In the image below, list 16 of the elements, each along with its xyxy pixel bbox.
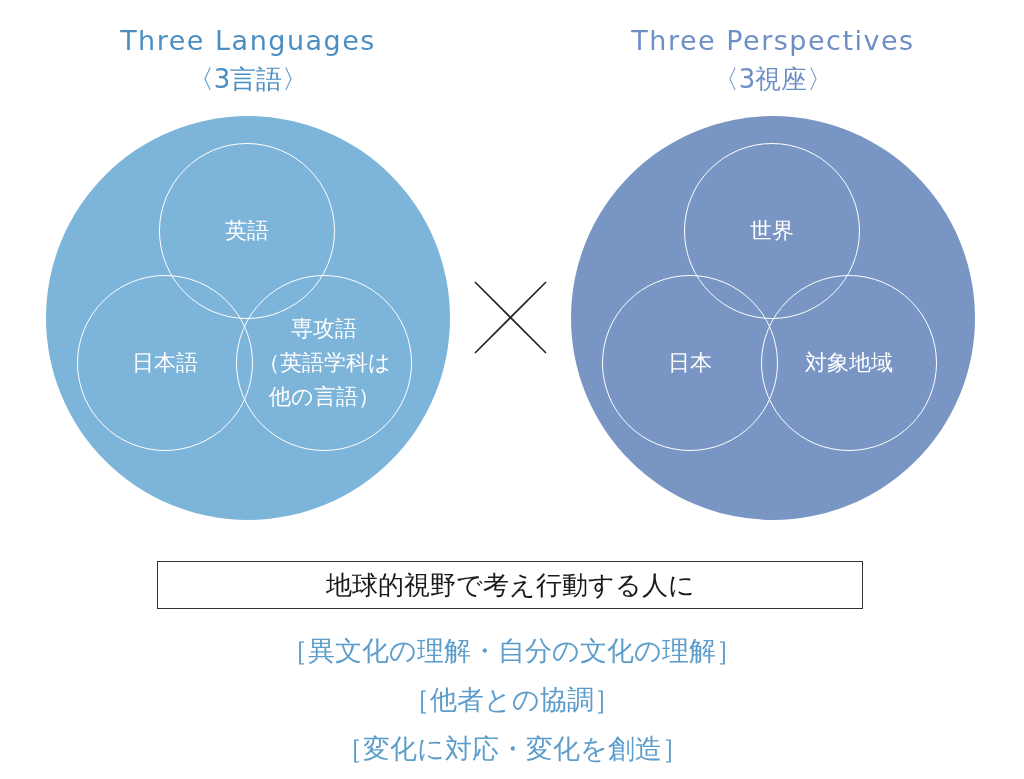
venn-label: 対象地域 — [805, 349, 893, 377]
statement-text: 地球的視野で考え行動する人に — [325, 568, 695, 602]
venn-label: 日本 — [668, 349, 712, 377]
venn-label: 世界 — [750, 217, 794, 245]
outcome-text: ［変化に対応・変化を創造］ — [335, 732, 689, 766]
outcome-text: ［他者との協調］ — [403, 683, 621, 717]
group-subheading: 〈3視座〉 — [712, 63, 834, 96]
venn-label: 専攻語 — [290, 315, 358, 343]
group-subheading: 〈3言語〉 — [187, 63, 309, 96]
venn-label: （英語学科は他の言語） — [256, 349, 392, 411]
group-heading: Three Languages — [120, 24, 376, 58]
group-heading: Three Perspectives — [631, 24, 915, 58]
venn-label: 日本語 — [132, 349, 198, 377]
outcome-text: ［異文化の理解・自分の文化の理解］ — [281, 634, 743, 668]
venn-label: 英語 — [225, 217, 269, 245]
statement-box — [157, 561, 863, 609]
